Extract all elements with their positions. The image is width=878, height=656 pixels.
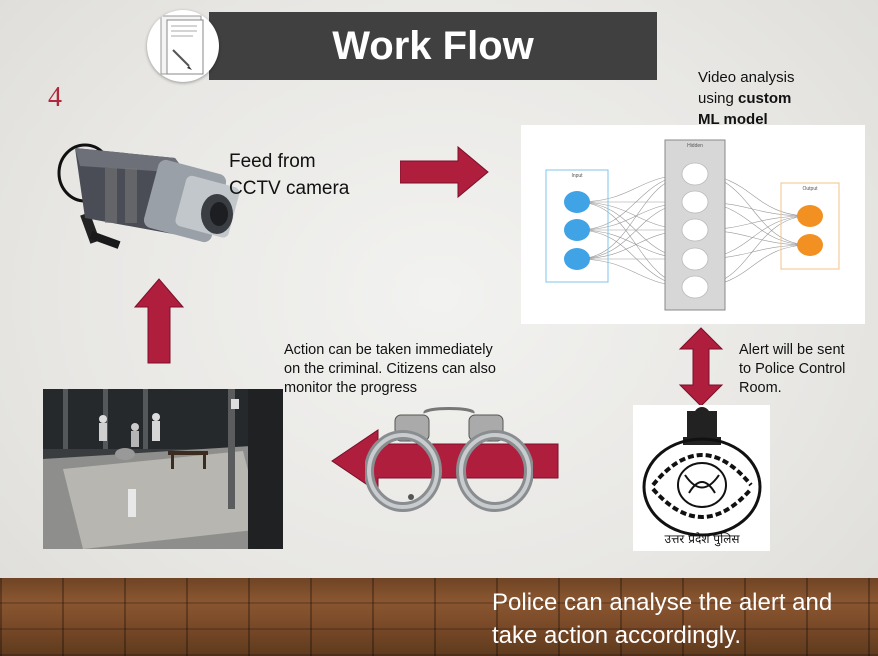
footer-line-2: take action accordingly.	[492, 622, 742, 649]
title-bar: Work Flow	[209, 12, 657, 80]
output-node	[797, 205, 823, 227]
action-label: Action can be taken immediately on the c…	[284, 341, 524, 398]
notepad-icon	[147, 10, 219, 82]
output-layer-label: Output	[802, 186, 818, 192]
video-line-3: ML model	[698, 111, 768, 128]
alert-line-2: to Police Control	[739, 361, 846, 377]
feed-label: Feed from CCTV camera	[229, 148, 379, 202]
footer-line-1: Police can analyse the alert and	[492, 589, 833, 616]
input-layer-label: Input	[571, 173, 583, 179]
output-node	[797, 234, 823, 256]
page-title: Work Flow	[332, 23, 534, 68]
neural-network-diagram: Input Hidden Output	[521, 125, 865, 324]
hidden-node	[681, 162, 709, 186]
video-line-2: using custom	[698, 88, 858, 109]
wood-floor-footer	[0, 578, 878, 656]
input-node	[564, 219, 590, 241]
cctv-camera-icon	[57, 143, 240, 249]
hidden-layer-label: Hidden	[687, 143, 703, 149]
action-line-1: Action can be taken immediately	[284, 342, 493, 358]
alert-line-3: Room.	[739, 380, 782, 396]
input-node	[564, 191, 590, 213]
arrow-double-vertical-icon	[678, 327, 724, 407]
video-line-2-bold: custom	[738, 90, 792, 107]
arrow-up-icon	[133, 278, 185, 364]
handcuffs-icon	[365, 407, 533, 512]
action-line-2: on the criminal. Citizens can also	[284, 361, 496, 377]
footer-text: Police can analyse the alert and take ac…	[492, 586, 872, 652]
hidden-node	[681, 247, 709, 271]
slide-number: 4	[48, 82, 62, 113]
hidden-node	[681, 275, 709, 299]
feed-line-2: CCTV camera	[229, 178, 350, 199]
alert-line-1: Alert will be sent	[739, 342, 845, 358]
video-line-2-prefix: using	[698, 90, 739, 107]
action-line-3: monitor the progress	[284, 380, 417, 396]
video-line-1: Video analysis	[698, 69, 795, 86]
emblem-text: उत्तर प्रदेश पुलिस	[665, 532, 741, 547]
hidden-node	[681, 190, 709, 214]
feed-line-1: Feed from	[229, 151, 316, 172]
hidden-node	[681, 218, 709, 242]
video-analysis-label: Video analysis using custom ML model	[698, 67, 858, 130]
alert-label: Alert will be sent to Police Control Roo…	[739, 341, 874, 398]
input-node	[564, 248, 590, 270]
arrow-right-icon	[400, 145, 489, 199]
input-layer-box	[545, 169, 609, 283]
up-police-emblem: उत्तर प्रदेश पुलिस	[633, 405, 770, 551]
cctv-footage-image	[43, 389, 283, 549]
output-layer-box	[780, 182, 840, 270]
